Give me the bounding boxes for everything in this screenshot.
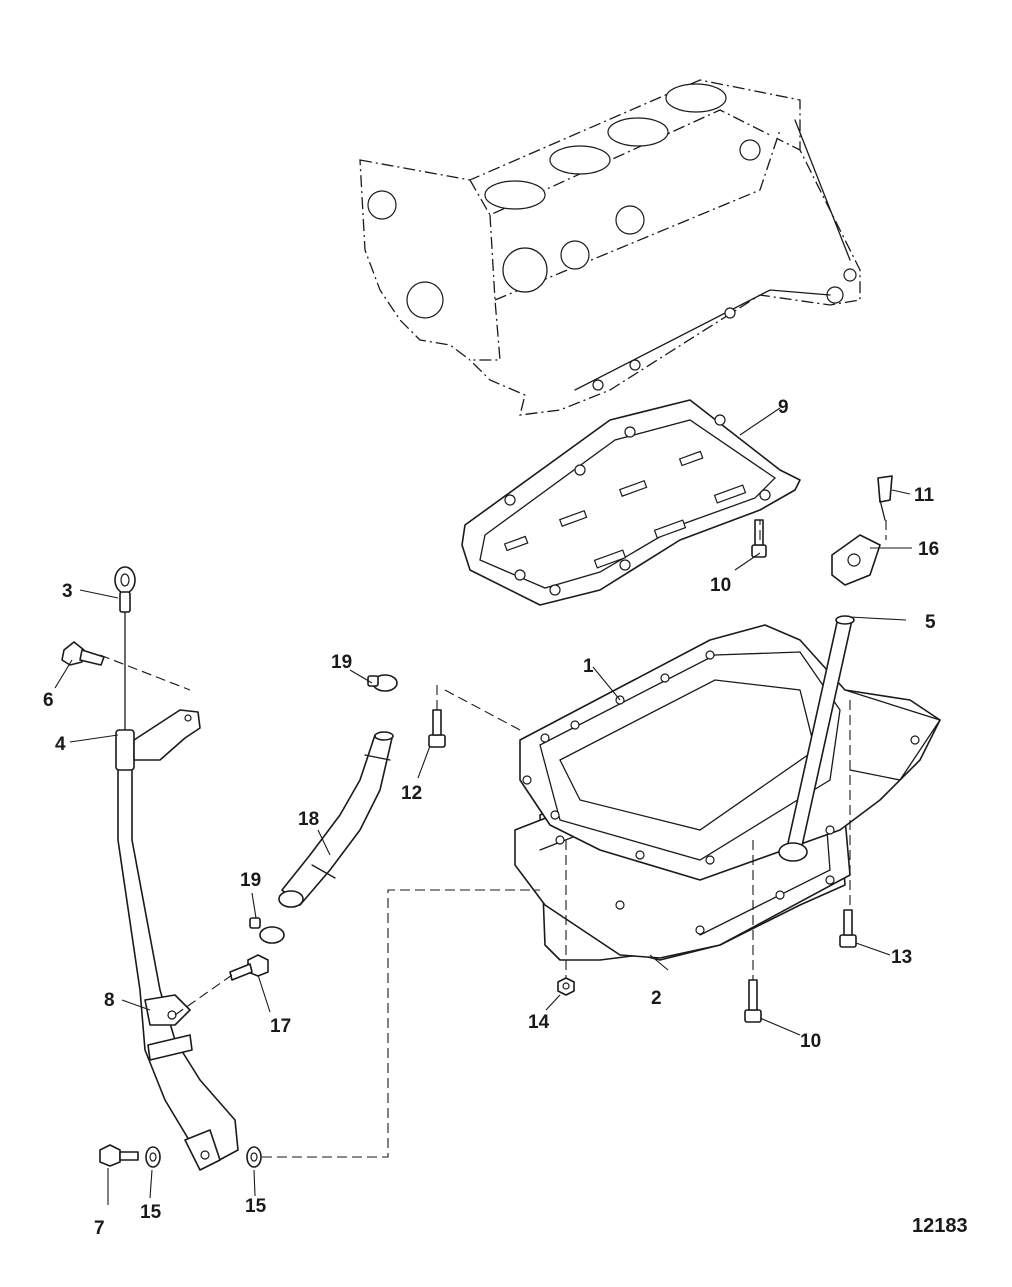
callout-9: 9 (778, 397, 789, 418)
washer-15-left (145, 1146, 161, 1168)
oil-pan-gasket (461, 399, 801, 606)
bolt-7 (99, 1144, 139, 1167)
engine-block (359, 79, 861, 416)
nut-14 (557, 977, 575, 996)
callout-15-right: 15 (245, 1196, 267, 1217)
leader-lines (54, 407, 912, 1205)
callout-11: 11 (914, 485, 935, 506)
callout-1: 1 (583, 656, 594, 677)
dipstick-tube-assembly (778, 475, 893, 862)
callout-labels: 1 2 3 4 5 6 7 8 9 10 10 11 12 13 14 15 1… (43, 397, 939, 1239)
hose-clamp-19-lower (249, 917, 285, 944)
bolt-10-upper (751, 519, 767, 558)
callout-19-lower: 19 (240, 870, 261, 891)
alignment-lines (99, 520, 887, 1158)
bolt-6 (61, 641, 105, 666)
bolt-12 (428, 709, 446, 748)
callout-6: 6 (43, 690, 54, 711)
callout-13: 13 (891, 947, 912, 968)
hose-18 (278, 731, 394, 908)
callout-19-upper: 19 (331, 652, 352, 673)
callout-18: 18 (298, 809, 319, 830)
dipstick (114, 566, 136, 731)
callout-10-lower: 10 (800, 1031, 821, 1052)
callout-16: 16 (918, 539, 939, 560)
callout-17: 17 (270, 1016, 291, 1037)
callout-2: 2 (651, 988, 662, 1009)
callout-3: 3 (62, 581, 73, 602)
callout-8: 8 (104, 990, 115, 1011)
figure-number: 12183 (912, 1215, 968, 1237)
hose-clamp-19-upper (367, 674, 398, 692)
bolt-10-lower (744, 979, 762, 1023)
callout-12: 12 (401, 783, 422, 804)
dipstick-tube (115, 709, 239, 1171)
callout-10-upper: 10 (710, 575, 731, 596)
callout-7: 7 (94, 1218, 105, 1239)
washer-15-right (246, 1146, 262, 1168)
bolt-17 (229, 954, 269, 981)
callout-4: 4 (55, 734, 66, 755)
callout-15-left: 15 (140, 1202, 162, 1223)
gasket-slots (503, 450, 747, 569)
callout-5: 5 (925, 612, 936, 633)
bolt-13 (839, 909, 857, 948)
callout-14: 14 (528, 1012, 550, 1033)
